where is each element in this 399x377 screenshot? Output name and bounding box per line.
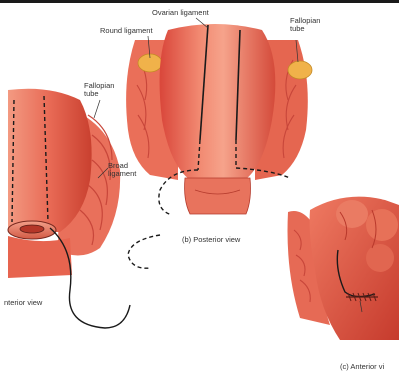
caption-posterior-view: (b) Posterior view [182, 236, 240, 244]
uterus-body-center [160, 24, 276, 180]
broad-ligament-label: Broad ligament [108, 162, 140, 178]
dashed-arc [128, 235, 160, 268]
caption-anterior-view-left: nterior view [4, 299, 42, 307]
uterus-body-left [8, 89, 92, 232]
fallopian-tube-label-top: Fallopian tube [290, 17, 318, 33]
round-ligament-label: Round ligament [100, 27, 153, 35]
ovary-right [288, 61, 312, 79]
cervix-center [185, 178, 251, 214]
uterus-left-illustration [8, 89, 130, 328]
fallopian-tube-label-left: Fallopian tube [84, 82, 110, 98]
uterus-right-illustration [288, 197, 399, 340]
caption-anterior-view-right: (c) Anterior vi [340, 363, 384, 371]
uterus-center-illustration [94, 18, 312, 268]
ovarian-ligament-label: Ovarian ligament [152, 9, 209, 17]
